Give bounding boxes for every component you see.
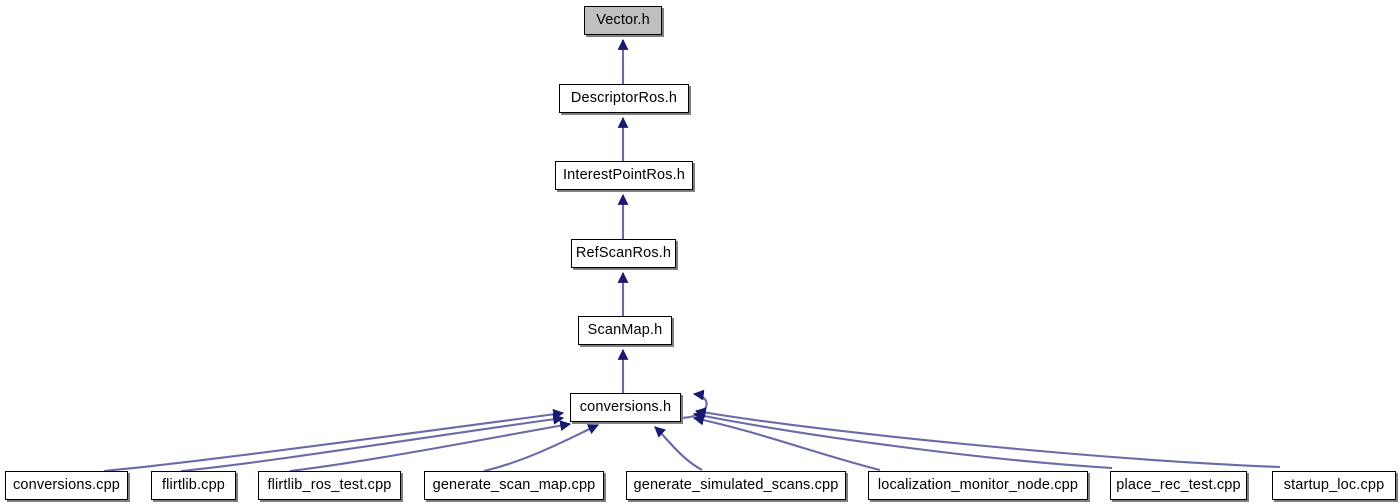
node-interestpointros-h[interactable]: InterestPointRos.h [555,161,693,190]
node-generate-scan-map-cpp[interactable]: generate_scan_map.cpp [424,471,604,500]
node-conversions-h[interactable]: conversions.h [570,393,681,422]
edge-flirtlib-to-conversions-h [180,413,565,473]
node-place-rec-test-cpp[interactable]: place_rec_test.cpp [1110,471,1247,500]
node-localization-monitor-node-cpp[interactable]: localization_monitor_node.cpp [868,471,1088,500]
edge-conversions-cpp-to-conversions-h [103,408,565,473]
edge-generate-simulated-scans-to-conversions-h [654,426,703,471]
edge-startup-loc-to-conversions-h [694,407,1281,469]
node-flirtlib-ros-test-cpp[interactable]: flirtlib_ros_test.cpp [258,471,401,500]
node-flirtlib-cpp[interactable]: flirtlib.cpp [151,471,236,500]
node-descriptorros-h[interactable]: DescriptorRos.h [559,84,689,113]
node-refscanros-h[interactable]: RefScanRos.h [571,239,676,268]
edge-conversions-self-loop [680,389,708,420]
edge-place-rec-test-to-conversions-h [692,410,1113,470]
node-startup-loc-cpp[interactable]: startup_loc.cpp [1272,471,1396,500]
node-scanmap-h[interactable]: ScanMap.h [578,316,672,345]
node-vector-h[interactable]: Vector.h [584,6,662,35]
node-conversions-cpp[interactable]: conversions.cpp [5,471,128,500]
edge-localization-monitor-node-to-conversions-h [692,414,881,472]
edge-flirtlib-ros-test-to-conversions-h [289,420,572,473]
node-generate-simulated-scans-cpp[interactable]: generate_simulated_scans.cpp [626,471,846,500]
edge-generate-scan-map-to-conversions-h [483,424,599,473]
